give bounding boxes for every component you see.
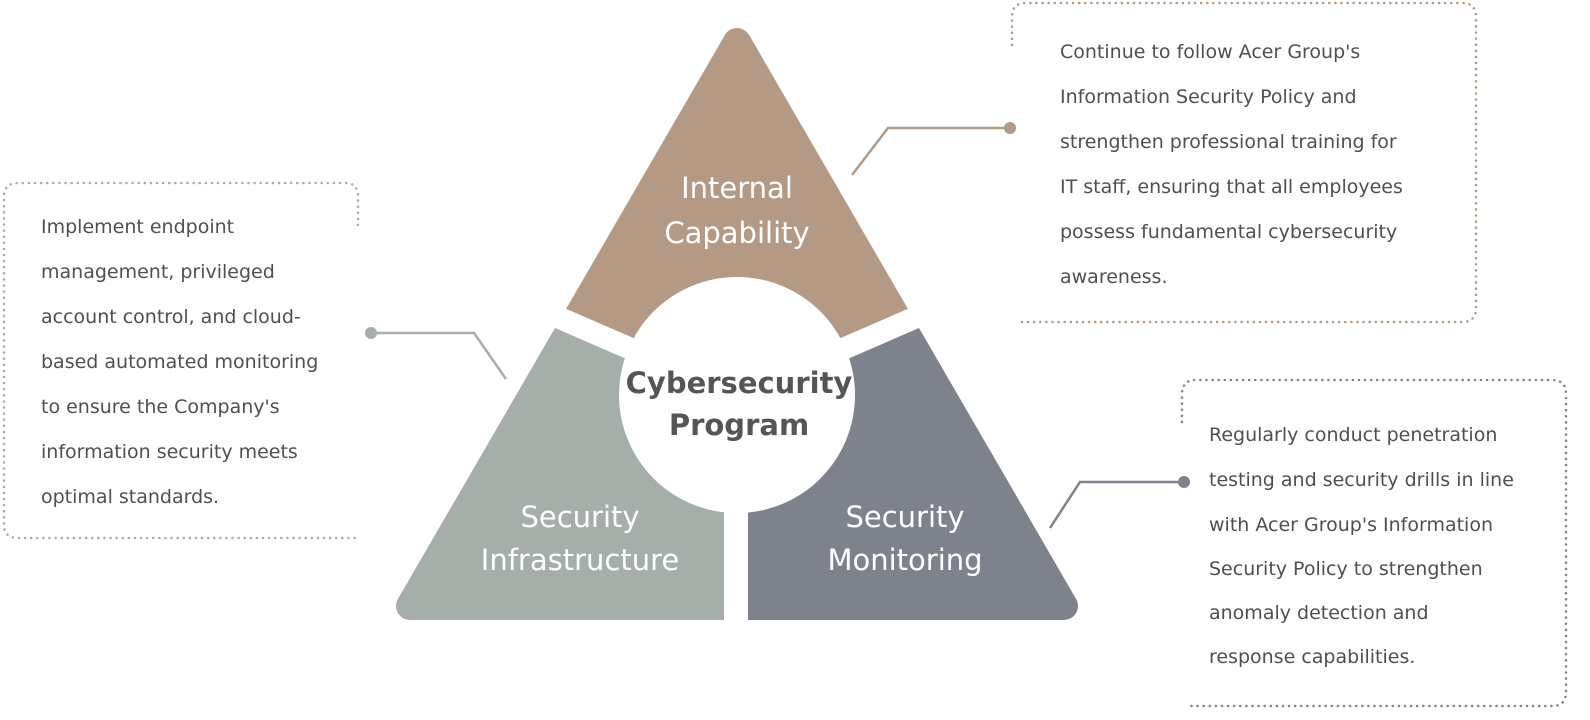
callout-box-infrastructure-border (2, 181, 360, 540)
callout-line: testing and security drills in line (1209, 469, 1514, 491)
callout-line: Regularly conduct penetration (1209, 424, 1497, 446)
connector-internal (851, 122, 1016, 176)
label-infrastructure-line1: Security (520, 500, 639, 534)
callout-box-internal-border (1010, 1, 1478, 324)
callout-line: to ensure the Company's (41, 396, 280, 418)
callout-line: with Acer Group's Information (1209, 514, 1493, 536)
callout-line: Continue to follow Acer Group's (1060, 41, 1360, 63)
callout-line: response capabilities. (1209, 646, 1415, 668)
callout-line: Implement endpoint (41, 216, 234, 238)
callout-line: based automated monitoring (41, 351, 318, 373)
segment-security-monitoring (737, 240, 1280, 720)
connector-infrastructure (365, 327, 508, 380)
callout-line: possess fundamental cybersecurity (1060, 221, 1397, 243)
label-monitoring-line2: Monitoring (827, 543, 982, 577)
callout-infrastructure-text: Implement endpoint management, privilege… (41, 216, 318, 508)
connector-monitoring (1048, 476, 1190, 529)
callout-line: management, privileged (41, 261, 275, 283)
callout-monitoring-text: Regularly conduct penetration testing an… (1209, 424, 1514, 668)
label-internal-line1: Internal (681, 171, 793, 205)
segment-internal-capability (380, 0, 1094, 395)
center-title-line1: Cybersecurity (626, 366, 853, 400)
label-monitoring-line1: Security (845, 500, 964, 534)
center-title-line2: Program (669, 408, 809, 442)
callout-line: Information Security Policy and (1060, 86, 1357, 108)
callout-line: awareness. (1060, 266, 1167, 288)
callout-line: optimal standards. (41, 486, 219, 508)
callout-line: anomaly detection and (1209, 602, 1429, 624)
callout-line: strengthen professional training for (1060, 131, 1397, 153)
label-internal-line2: Capability (664, 216, 809, 250)
callout-box-monitoring-border (1180, 378, 1568, 708)
callout-line: account control, and cloud- (41, 306, 301, 328)
callout-line: Security Policy to strengthen (1209, 558, 1483, 580)
callout-internal-text: Continue to follow Acer Group's Informat… (1060, 41, 1403, 288)
label-infrastructure-line2: Infrastructure (481, 543, 679, 577)
segment-security-infrastructure (200, 240, 737, 720)
callout-line: IT staff, ensuring that all employees (1060, 176, 1403, 198)
callout-line: information security meets (41, 441, 298, 463)
